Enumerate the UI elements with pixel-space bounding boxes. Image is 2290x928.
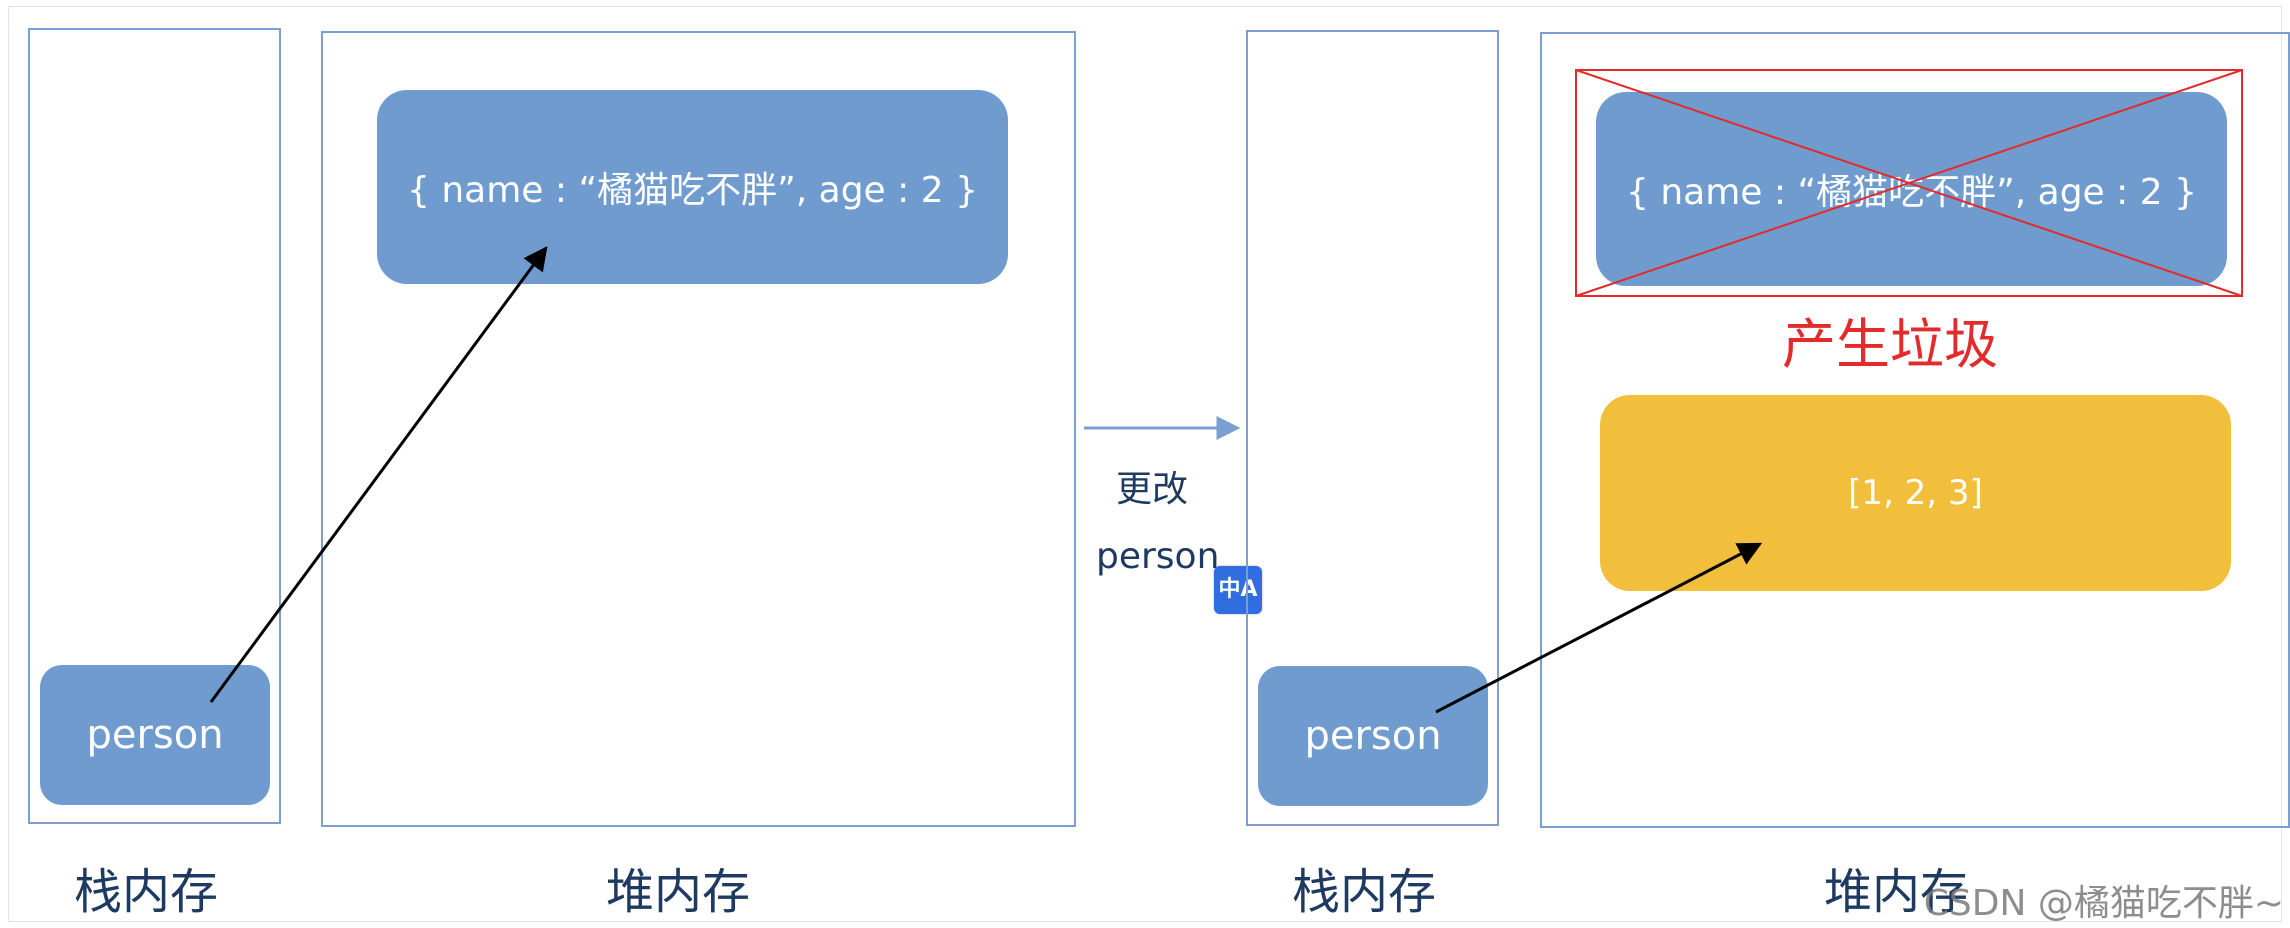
transition-line2: person [1096,536,1220,577]
right-heap-label: 堆内存 [1824,864,1969,920]
right-new-array: [1, 2, 3] [1600,395,2231,591]
left-heap-label: 堆内存 [606,864,751,920]
left-stack-label: 栈内存 [74,864,219,920]
left-heap-object: { name : “橘猫吃不胖”, age : 2 } [377,90,1008,284]
right-stack-label: 栈内存 [1292,864,1437,920]
csdn-watermark: CSDN @橘猫吃不胖~ [1923,883,2284,924]
right-heap-panel [1540,32,2290,828]
right-old-object: { name : “橘猫吃不胖”, age : 2 } [1596,92,2227,286]
diagram-frame [8,6,2282,922]
right-stack-panel [1246,30,1499,826]
left-stack-person: person [40,665,270,805]
transition-line1: 更改 [1116,469,1189,510]
right-stack-person: person [1258,666,1488,806]
garbage-label: 产生垃圾 [1782,313,1998,376]
